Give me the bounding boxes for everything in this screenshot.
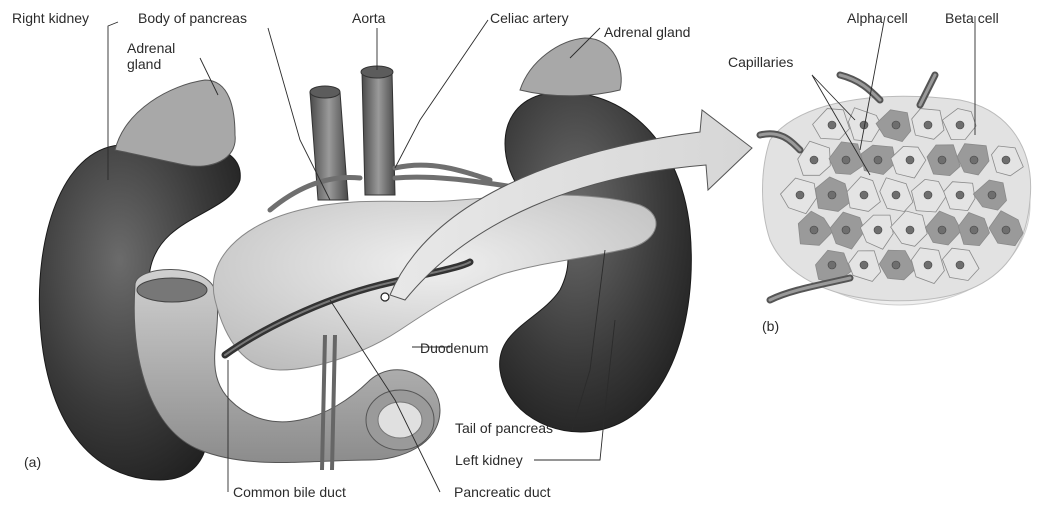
cell-nucleus <box>956 121 964 129</box>
cell-nucleus <box>874 156 882 164</box>
cell-nucleus <box>906 226 914 234</box>
cell-nucleus <box>810 156 818 164</box>
duodenum-lumen <box>378 402 422 438</box>
label-adrenal-gland-right: Adrenal gland <box>604 24 690 40</box>
islet-marker <box>381 293 389 301</box>
label-alpha-cell: Alpha cell <box>847 10 908 26</box>
cell-nucleus <box>938 226 946 234</box>
cell-nucleus <box>828 121 836 129</box>
cell-nucleus <box>842 226 850 234</box>
cell-nucleus <box>988 191 996 199</box>
cell-nucleus <box>828 191 836 199</box>
label-beta-cell: Beta cell <box>945 10 999 26</box>
cell-nucleus <box>924 191 932 199</box>
panel-label-b: (b) <box>762 318 779 334</box>
cell-nucleus <box>924 261 932 269</box>
cell-nucleus <box>970 156 978 164</box>
cell-nucleus <box>924 121 932 129</box>
cell-nucleus <box>892 261 900 269</box>
cell-nucleus <box>892 121 900 129</box>
label-duodenum: Duodenum <box>420 340 489 356</box>
cell-nucleus <box>860 261 868 269</box>
cell-nucleus <box>874 226 882 234</box>
label-left-kidney: Left kidney <box>455 452 523 468</box>
cell-nucleus <box>860 191 868 199</box>
cell-nucleus <box>828 261 836 269</box>
cell-nucleus <box>1002 226 1010 234</box>
cell-nucleus <box>938 156 946 164</box>
cell-nucleus <box>906 156 914 164</box>
label-body-of-pancreas: Body of pancreas <box>138 10 247 26</box>
cell-nucleus <box>810 226 818 234</box>
cell-nucleus <box>956 191 964 199</box>
left-adrenal-gland <box>520 38 621 96</box>
cell-nucleus <box>842 156 850 164</box>
islet-illustration <box>760 75 1031 305</box>
aorta-vessel <box>362 72 395 195</box>
cell-nucleus <box>970 226 978 234</box>
cell-nucleus <box>1002 156 1010 164</box>
label-capillaries: Capillaries <box>728 54 793 70</box>
label-tail-of-pancreas: Tail of pancreas <box>455 420 553 436</box>
duodenum-cut-end <box>137 278 207 302</box>
cell-nucleus <box>796 191 804 199</box>
label-adrenal-gland-left: Adrenal gland <box>127 40 175 72</box>
vena-cava-opening <box>310 86 340 98</box>
label-common-bile-duct: Common bile duct <box>233 484 346 500</box>
label-aorta: Aorta <box>352 10 385 26</box>
cell-nucleus <box>956 261 964 269</box>
label-celiac-artery: Celiac artery <box>490 10 569 26</box>
cell-nucleus <box>892 191 900 199</box>
label-right-kidney: Right kidney <box>12 10 89 26</box>
label-pancreatic-duct: Pancreatic duct <box>454 484 551 500</box>
panel-label-a: (a) <box>24 454 41 470</box>
